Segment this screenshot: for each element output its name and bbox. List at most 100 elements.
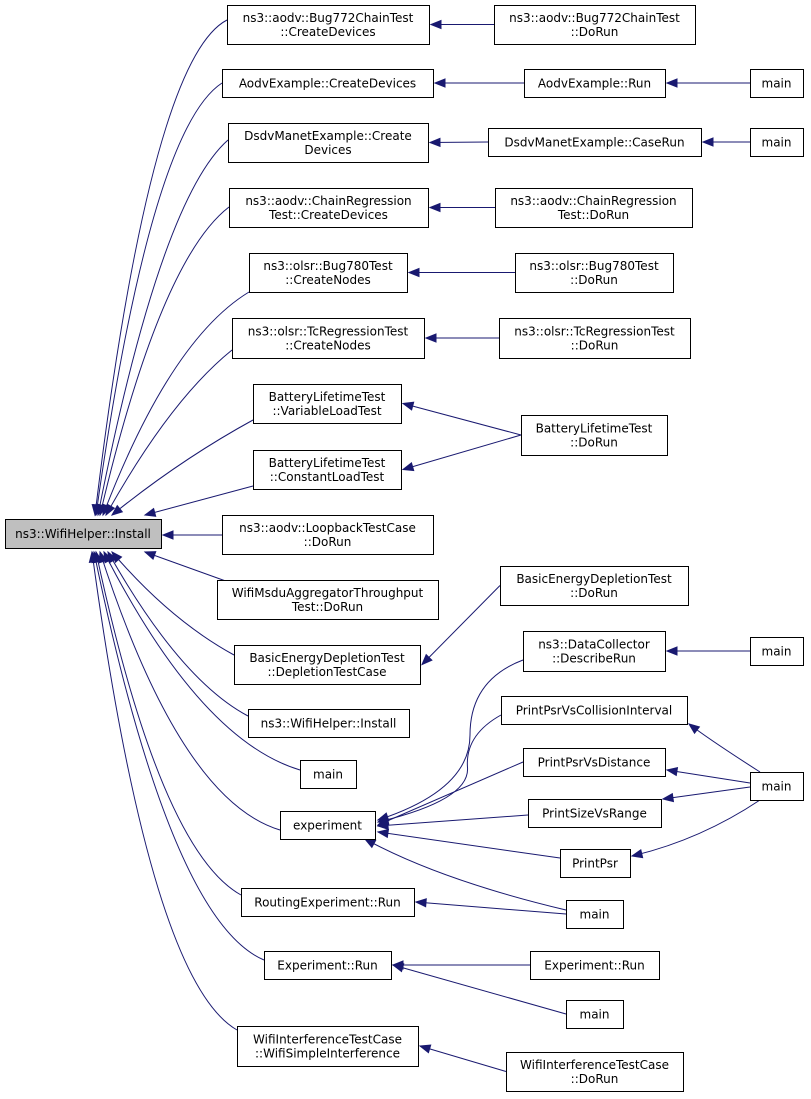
call-edge [701,137,750,147]
node-label: Test::DoRun [291,600,363,614]
caller-function-node[interactable]: ns3::DataCollector::DescribeRun [523,631,666,672]
caller-function-node[interactable]: ns3::olsr::TcRegressionTest::DoRun [499,318,691,359]
edge-line [93,551,265,961]
caller-function-node[interactable]: AodvExample::Run [524,69,666,98]
call-edge [110,419,254,516]
caller-function-node[interactable]: main [750,128,804,157]
call-edge [143,551,235,585]
edge-line [144,485,254,516]
arrowhead [428,137,441,148]
arrowhead [110,504,124,516]
caller-function-node[interactable]: main [750,69,804,98]
root-function-node[interactable]: ns3::WifiHelper::Install [5,519,162,549]
arrowhead [424,333,437,343]
caller-function-node[interactable]: PrintPsrVsCollisionInterval [501,696,688,725]
arrowhead [161,530,174,540]
caller-function-node[interactable]: BasicEnergyDepletionTest::DoRun [500,566,689,606]
node-box [253,384,402,424]
arrowhead [143,551,157,561]
caller-function-node[interactable]: main [750,772,804,801]
caller-function-node[interactable]: DsdvManetExample::CaseRun [488,128,702,157]
call-edge [665,646,750,656]
call-edge [391,963,567,1015]
node-label: ::CreateNodes [285,339,371,353]
call-edge [143,485,254,517]
caller-function-node[interactable]: main [566,1000,624,1029]
node-box [501,696,688,725]
node-label: ns3::olsr::Bug780Test [263,259,393,273]
node-label: ::CreateNodes [285,273,371,287]
caller-function-node[interactable]: ns3::olsr::Bug780Test::DoRun [515,253,674,293]
edge-line [99,206,230,516]
edge-line [377,814,529,827]
caller-function-node[interactable]: DsdvManetExample::CreateDevices [228,123,429,163]
node-label: main [762,645,792,659]
caller-function-node[interactable]: ns3::WifiHelper::Install [248,709,410,738]
call-edge [376,828,561,859]
call-edge [418,1044,507,1072]
caller-function-node[interactable]: ns3::olsr::Bug780Test::CreateNodes [249,253,408,293]
caller-function-node[interactable]: PrintSizeVsRange [528,799,662,828]
edge-line [94,19,228,516]
node-label: ns3::aodv::ChainRegression [245,194,411,208]
caller-function-node[interactable]: BasicEnergyDepletionTest::DepletionTestC… [234,645,421,685]
caller-function-node[interactable]: RoutingExperiment::Run [241,888,415,917]
edge-line [662,786,751,800]
node-box [222,69,434,98]
edge-line [91,551,238,1031]
edge-line [402,403,522,436]
caller-function-node[interactable]: BatteryLifetimeTest::ConstantLoadTest [253,450,402,490]
arrowhead [421,653,433,666]
call-edge [665,766,751,784]
arrowhead [433,78,446,88]
caller-function-node[interactable]: PrintPsrVsDistance [523,748,666,777]
caller-function-node[interactable]: WifiInterferenceTestCase::WifiSimpleInte… [237,1026,419,1067]
node-box [227,5,430,45]
call-edge [428,137,489,148]
arrowhead [363,838,377,849]
call-edge [97,206,230,517]
arrowhead [407,267,420,278]
caller-function-node[interactable]: ns3::olsr::TcRegressionTest::CreateNodes [232,318,425,359]
node-label: ::ConstantLoadTest [270,470,385,484]
node-label: ns3::DataCollector [538,638,650,652]
node-box [241,888,415,917]
caller-function-node[interactable]: ns3::aodv::Bug772ChainTest::CreateDevice… [227,5,430,45]
caller-function-node[interactable]: WifiInterferenceTestCase::DoRun [506,1052,684,1092]
node-label: ::VariableLoadTest [272,404,381,418]
caller-function-node[interactable]: Experiment::Run [530,951,660,980]
node-label: ns3::aodv::ChainRegression [510,194,676,208]
caller-function-node[interactable]: main [750,637,804,666]
edge-line [99,551,281,831]
node-label: PrintPsrVsCollisionInterval [516,704,673,718]
node-label: BatteryLifetimeTest [536,422,653,436]
caller-function-node[interactable]: AodvExample::CreateDevices [222,69,434,98]
node-box [560,849,631,878]
node-label: ns3::aodv::Bug772ChainTest [509,11,680,25]
arrowhead [630,848,644,859]
caller-function-node[interactable]: ns3::aodv::LoopbackTestCase::DoRun [222,515,434,555]
node-label: AodvExample::Run [538,77,651,91]
caller-function-node[interactable]: ns3::aodv::ChainRegressionTest::CreateDe… [229,188,429,228]
call-edge [665,78,750,88]
arrowhead [665,646,678,656]
call-edge [428,202,495,213]
node-label: main [762,77,792,91]
node-label: Devices [304,143,351,157]
node-label: ::DepletionTestCase [267,665,386,679]
caller-function-node[interactable]: Experiment::Run [264,951,392,980]
node-box [488,128,702,157]
caller-function-node[interactable]: PrintPsr [560,849,631,878]
caller-function-node[interactable]: BatteryLifetimeTest::DoRun [521,415,668,456]
call-edge [161,530,222,540]
caller-function-node[interactable]: BatteryLifetimeTest::VariableLoadTest [253,384,402,424]
caller-function-node[interactable]: experiment [280,811,376,840]
arrowhead [401,401,415,411]
caller-function-node[interactable]: main [300,760,357,789]
arrowhead [665,78,678,88]
caller-function-node[interactable]: main [566,900,624,929]
caller-function-node[interactable]: ns3::aodv::Bug772ChainTest::DoRun [494,5,696,45]
node-box [750,69,804,98]
